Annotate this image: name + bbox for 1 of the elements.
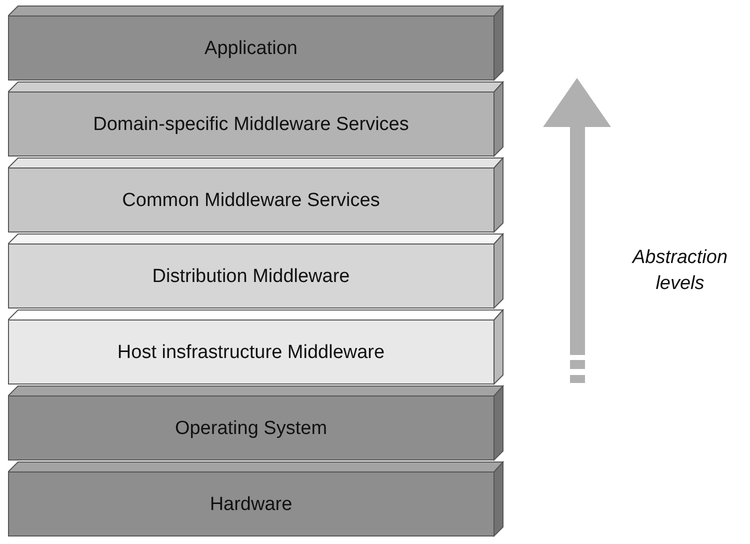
axis-caption: Abstraction levels xyxy=(630,246,729,296)
